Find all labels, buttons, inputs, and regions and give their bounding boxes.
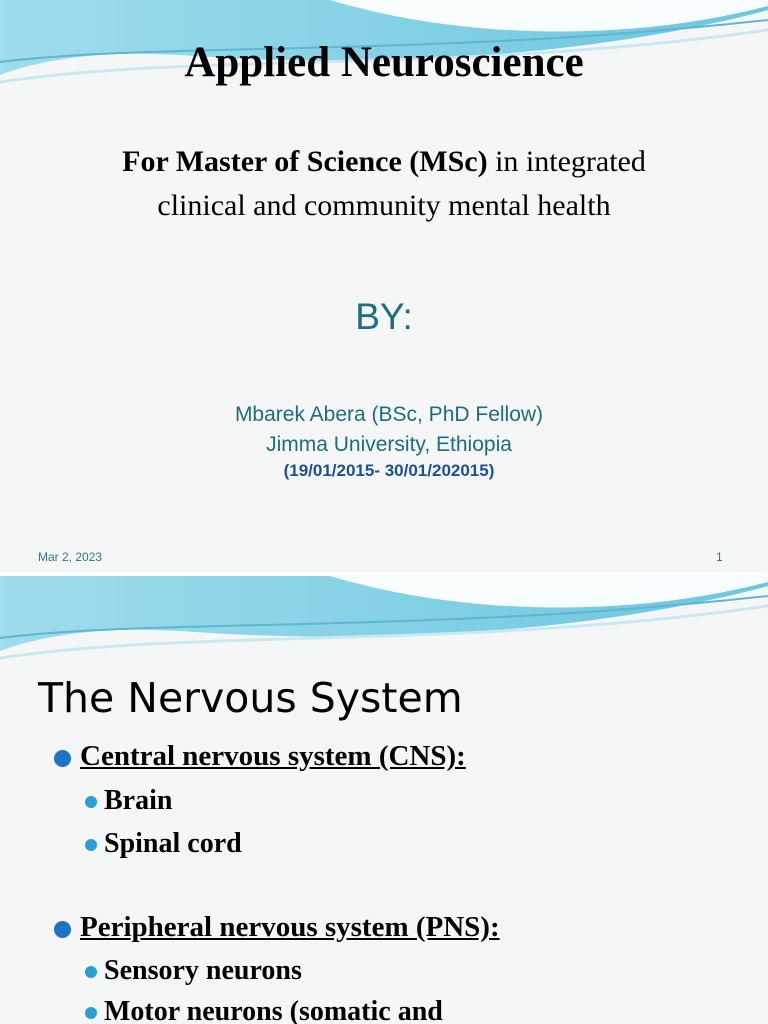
course-dates: (19/01/2015- 30/01/202015): [283, 461, 495, 480]
bullet-heading-pns: Peripheral nervous system (PNS):: [54, 911, 500, 944]
author-block: Mbarek Abera (BSc, PhD Fellow) Jimma Uni…: [0, 400, 768, 460]
bullet-item-text: Motor neurons (somatic and: [104, 996, 443, 1024]
author-name: Mbarek Abera (BSc, PhD Fellow): [234, 403, 544, 426]
header-swoosh-decoration: [0, 576, 768, 660]
bullet-dot-icon: [85, 1007, 97, 1019]
by-label: BY:: [355, 296, 413, 337]
bullet-item-text: Sensory neurons: [104, 955, 302, 986]
bullet-item-motor-neurons: Motor neurons (somatic and: [85, 996, 443, 1024]
slide-separator: [0, 572, 768, 576]
bullet-dot-icon: [85, 966, 97, 978]
bullet-heading-text: Peripheral nervous system (PNS):: [80, 911, 500, 943]
slide-1: Applied Neuroscience For Master of Scien…: [0, 0, 768, 564]
author-institution: Jimma University, Ethiopia: [266, 433, 512, 456]
slide-2: The Nervous System Central nervous syste…: [0, 576, 768, 1024]
bullet-heading-cns: Central nervous system (CNS):: [54, 740, 466, 773]
bullet-heading-text: Central nervous system (CNS):: [80, 740, 466, 772]
slide-subtitle: For Master of Science (MSc) in integrate…: [40, 140, 728, 228]
bullet-item-text: Brain: [104, 785, 173, 816]
bullet-dot-icon: [54, 921, 71, 938]
subtitle-bold: For Master of Science (MSc): [122, 145, 488, 178]
bullet-dot-icon: [85, 839, 97, 851]
bullet-item-text: Spinal cord: [104, 828, 242, 859]
bullet-dot-icon: [85, 796, 97, 808]
footer-date: Mar 2, 2023: [38, 550, 103, 564]
bullet-item-brain: Brain: [85, 785, 173, 817]
page-number: 1: [716, 550, 723, 564]
header-swoosh-decoration: [0, 0, 768, 84]
bullet-dot-icon: [54, 750, 71, 767]
subtitle-rest: in integrated: [487, 145, 646, 178]
subtitle-line-2: clinical and community mental health: [157, 189, 611, 222]
slide-title: Applied Neuroscience: [184, 39, 584, 86]
slide-title: The Nervous System: [38, 674, 463, 722]
bullet-item-sensory-neurons: Sensory neurons: [85, 955, 302, 987]
bullet-item-spinal-cord: Spinal cord: [85, 828, 242, 860]
